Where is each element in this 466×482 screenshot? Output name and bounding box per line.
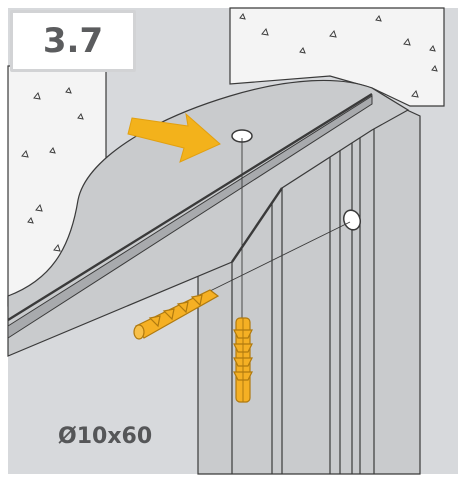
concrete-texture bbox=[21, 12, 438, 252]
arrow-icon bbox=[127, 112, 221, 163]
step-number: 3.7 bbox=[42, 21, 104, 61]
dowel-size-label: Ø10x60 bbox=[58, 424, 153, 449]
drill-hole-side bbox=[342, 209, 362, 231]
door-frame-header bbox=[7, 79, 410, 357]
header-groove bbox=[7, 95, 373, 339]
guide-lines bbox=[207, 138, 351, 324]
jamb-profile-lines bbox=[231, 96, 375, 474]
right-wall bbox=[229, 7, 445, 107]
step-badge: 3.7 bbox=[10, 10, 136, 72]
wall-plug-icon bbox=[133, 289, 220, 340]
header-edges bbox=[7, 92, 373, 322]
wall-plug-vertical-icon bbox=[233, 317, 253, 403]
